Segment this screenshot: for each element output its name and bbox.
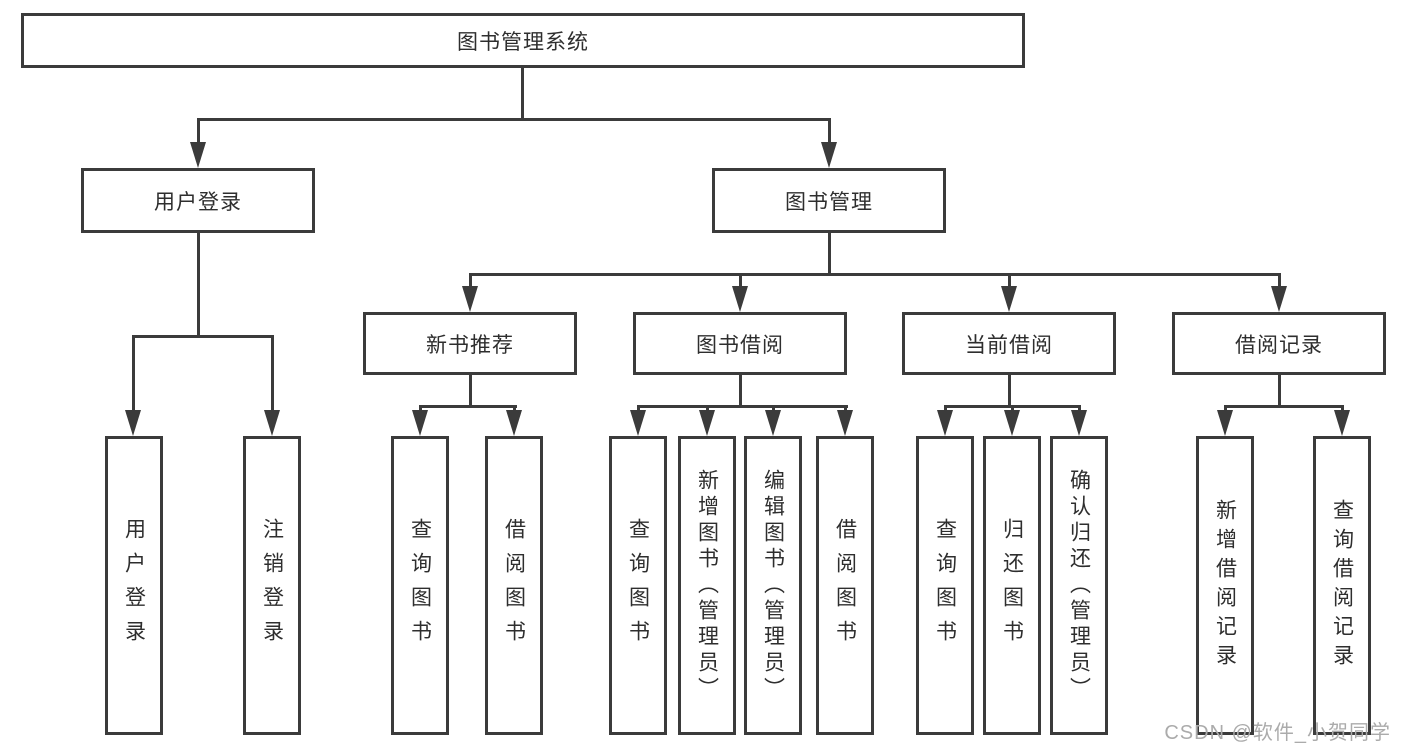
leaf-confirm-return-admin: 确认归还（管理员）	[1050, 436, 1108, 735]
leaf-label: 用户登录	[122, 517, 146, 654]
connector-line	[1278, 273, 1281, 289]
connector-line	[469, 273, 1281, 276]
csdn-watermark: CSDN @软件_小贺同学	[1164, 722, 1391, 744]
arrow-down-icon	[125, 410, 141, 436]
arrow-down-icon	[699, 410, 715, 436]
connector-line	[739, 273, 742, 289]
arrow-down-icon	[1071, 410, 1087, 436]
leaf-edit-book-admin: 编辑图书（管理员）	[744, 436, 802, 735]
leaf-logout: 注销登录	[243, 436, 301, 735]
connector-line	[828, 118, 831, 148]
arrow-down-icon	[190, 142, 206, 168]
connector-line	[828, 233, 831, 273]
connector-line	[1278, 375, 1281, 405]
leaf-label: 编辑图书（管理员）	[761, 468, 785, 703]
connector-line	[132, 335, 135, 413]
connector-line	[197, 118, 831, 121]
node-label: 新书推荐	[426, 333, 514, 357]
arrow-down-icon	[837, 410, 853, 436]
node-borrowing-records: 借阅记录	[1172, 312, 1386, 375]
connector-line	[1224, 405, 1344, 408]
node-label: 用户登录	[154, 190, 242, 214]
connector-line	[271, 335, 274, 413]
connector-line	[419, 405, 517, 408]
arrow-down-icon	[264, 410, 280, 436]
node-user-login: 用户登录	[81, 168, 315, 233]
arrow-down-icon	[1001, 286, 1017, 312]
connector-line	[469, 273, 472, 289]
node-new-book-recommendation: 新书推荐	[363, 312, 577, 375]
arrow-down-icon	[821, 142, 837, 168]
arrow-down-icon	[765, 410, 781, 436]
node-current-borrowing: 当前借阅	[902, 312, 1116, 375]
node-label: 图书管理系统	[457, 30, 589, 54]
leaf-label: 查询借阅记录	[1330, 498, 1354, 673]
arrow-down-icon	[462, 286, 478, 312]
leaf-add-book-admin: 新增图书（管理员）	[678, 436, 736, 735]
leaf-label: 归还图书	[1000, 517, 1024, 654]
arrow-down-icon	[506, 410, 522, 436]
arrow-down-icon	[732, 286, 748, 312]
connector-line	[197, 118, 200, 148]
connector-line	[1008, 273, 1011, 289]
arrow-down-icon	[1004, 410, 1020, 436]
leaf-query-book: 查询图书	[391, 436, 449, 735]
leaf-label: 注销登录	[260, 517, 284, 654]
connector-line	[469, 375, 472, 405]
leaf-return-book: 归还图书	[983, 436, 1041, 735]
leaf-label: 借阅图书	[833, 517, 857, 654]
leaf-user-login: 用户登录	[105, 436, 163, 735]
arrow-down-icon	[1271, 286, 1287, 312]
connector-line	[197, 233, 200, 335]
leaf-label: 查询图书	[933, 517, 957, 654]
leaf-label: 新增借阅记录	[1213, 498, 1237, 673]
node-label: 当前借阅	[965, 333, 1053, 357]
leaf-label: 查询图书	[408, 517, 432, 654]
node-library-management-system: 图书管理系统	[21, 13, 1025, 68]
connector-line	[132, 335, 274, 338]
leaf-query-book: 查询图书	[916, 436, 974, 735]
arrow-down-icon	[412, 410, 428, 436]
connector-line	[739, 375, 742, 405]
leaf-label: 确认归还（管理员）	[1067, 468, 1091, 703]
leaf-label: 新增图书（管理员）	[695, 468, 719, 703]
leaf-label: 查询图书	[626, 517, 650, 654]
leaf-borrow-book: 借阅图书	[485, 436, 543, 735]
node-label: 图书借阅	[696, 333, 784, 357]
arrow-down-icon	[1334, 410, 1350, 436]
arrow-down-icon	[630, 410, 646, 436]
leaf-add-borrow-record: 新增借阅记录	[1196, 436, 1254, 735]
connector-line	[521, 68, 524, 118]
node-label: 借阅记录	[1235, 333, 1323, 357]
node-label: 图书管理	[785, 190, 873, 214]
leaf-query-book: 查询图书	[609, 436, 667, 735]
node-book-management: 图书管理	[712, 168, 946, 233]
connector-line	[637, 405, 848, 408]
arrow-down-icon	[937, 410, 953, 436]
connector-line	[1008, 375, 1011, 405]
node-book-borrowing: 图书借阅	[633, 312, 847, 375]
leaf-borrow-book: 借阅图书	[816, 436, 874, 735]
arrow-down-icon	[1217, 410, 1233, 436]
leaf-label: 借阅图书	[502, 517, 526, 654]
leaf-query-borrow-record: 查询借阅记录	[1313, 436, 1371, 735]
